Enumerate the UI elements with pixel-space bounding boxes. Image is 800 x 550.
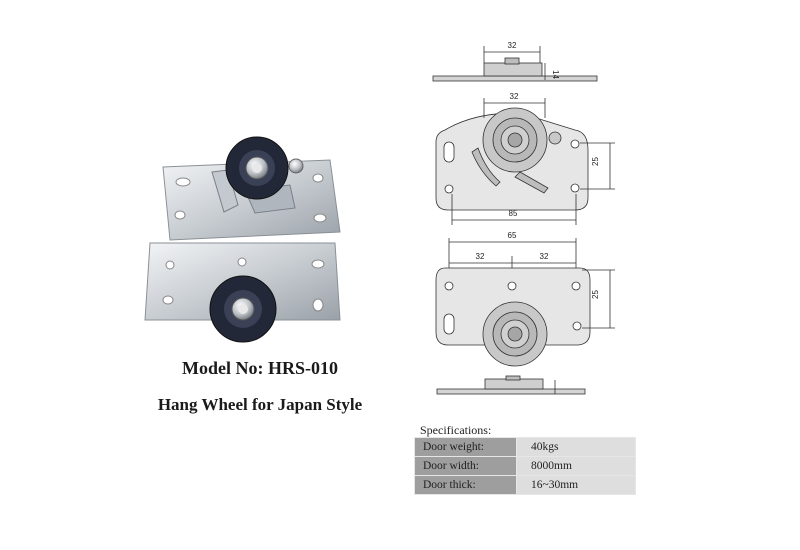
- dim-top-width: 32: [508, 41, 517, 50]
- spec-label: Door width:: [414, 456, 517, 476]
- spec-value: 16~30mm: [516, 475, 636, 495]
- dim-view2-left: 32: [476, 252, 485, 261]
- product-subtitle: Hang Wheel for Japan Style: [157, 395, 363, 414]
- plan-view-1: [435, 98, 615, 225]
- spec-label: Door weight:: [414, 437, 517, 457]
- model-number: Model No: HRS-010: [182, 358, 338, 378]
- spec-row: Door width: 8000mm: [414, 456, 636, 476]
- dim-view2-total: 65: [508, 231, 517, 240]
- top-side-view: [432, 46, 598, 82]
- spec-value: 8000mm: [516, 456, 636, 476]
- dim-view1-width: 85: [509, 209, 518, 218]
- plan-view-2: [435, 238, 615, 367]
- specifications-heading: Specifications:: [420, 423, 492, 437]
- dim-view1-height: 25: [591, 157, 600, 166]
- top-wheel: [225, 136, 289, 200]
- specifications-table: Door weight: 40kgs Door width: 8000mm Do…: [414, 437, 636, 495]
- dim-view2-height: 25: [591, 290, 600, 299]
- dim-view2-right: 32: [540, 252, 549, 261]
- top-plate: [162, 158, 341, 241]
- bottom-side-view: [436, 375, 586, 395]
- spec-row: Door thick: 16~30mm: [414, 475, 636, 495]
- spec-value: 40kgs: [516, 437, 636, 457]
- spec-row: Door weight: 40kgs: [414, 437, 636, 457]
- spec-label: Door thick:: [414, 475, 517, 495]
- dim-top-height: 14: [551, 70, 560, 79]
- bottom-wheel: [209, 275, 277, 343]
- dim-view1-wheel: 32: [510, 92, 519, 101]
